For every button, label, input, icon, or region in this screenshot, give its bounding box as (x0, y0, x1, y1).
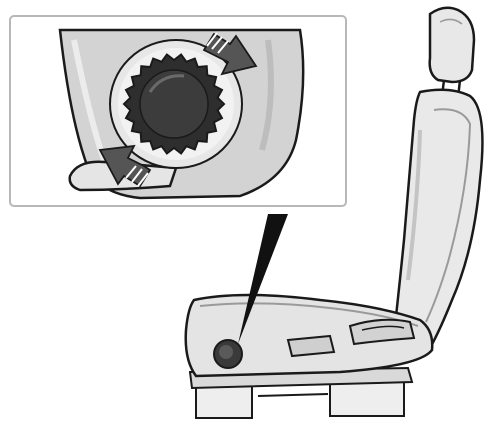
seat-knob (214, 340, 242, 368)
knob-face (140, 70, 208, 138)
headrest (430, 8, 474, 98)
seat-backrest (392, 90, 482, 352)
detail-inset (10, 16, 346, 206)
